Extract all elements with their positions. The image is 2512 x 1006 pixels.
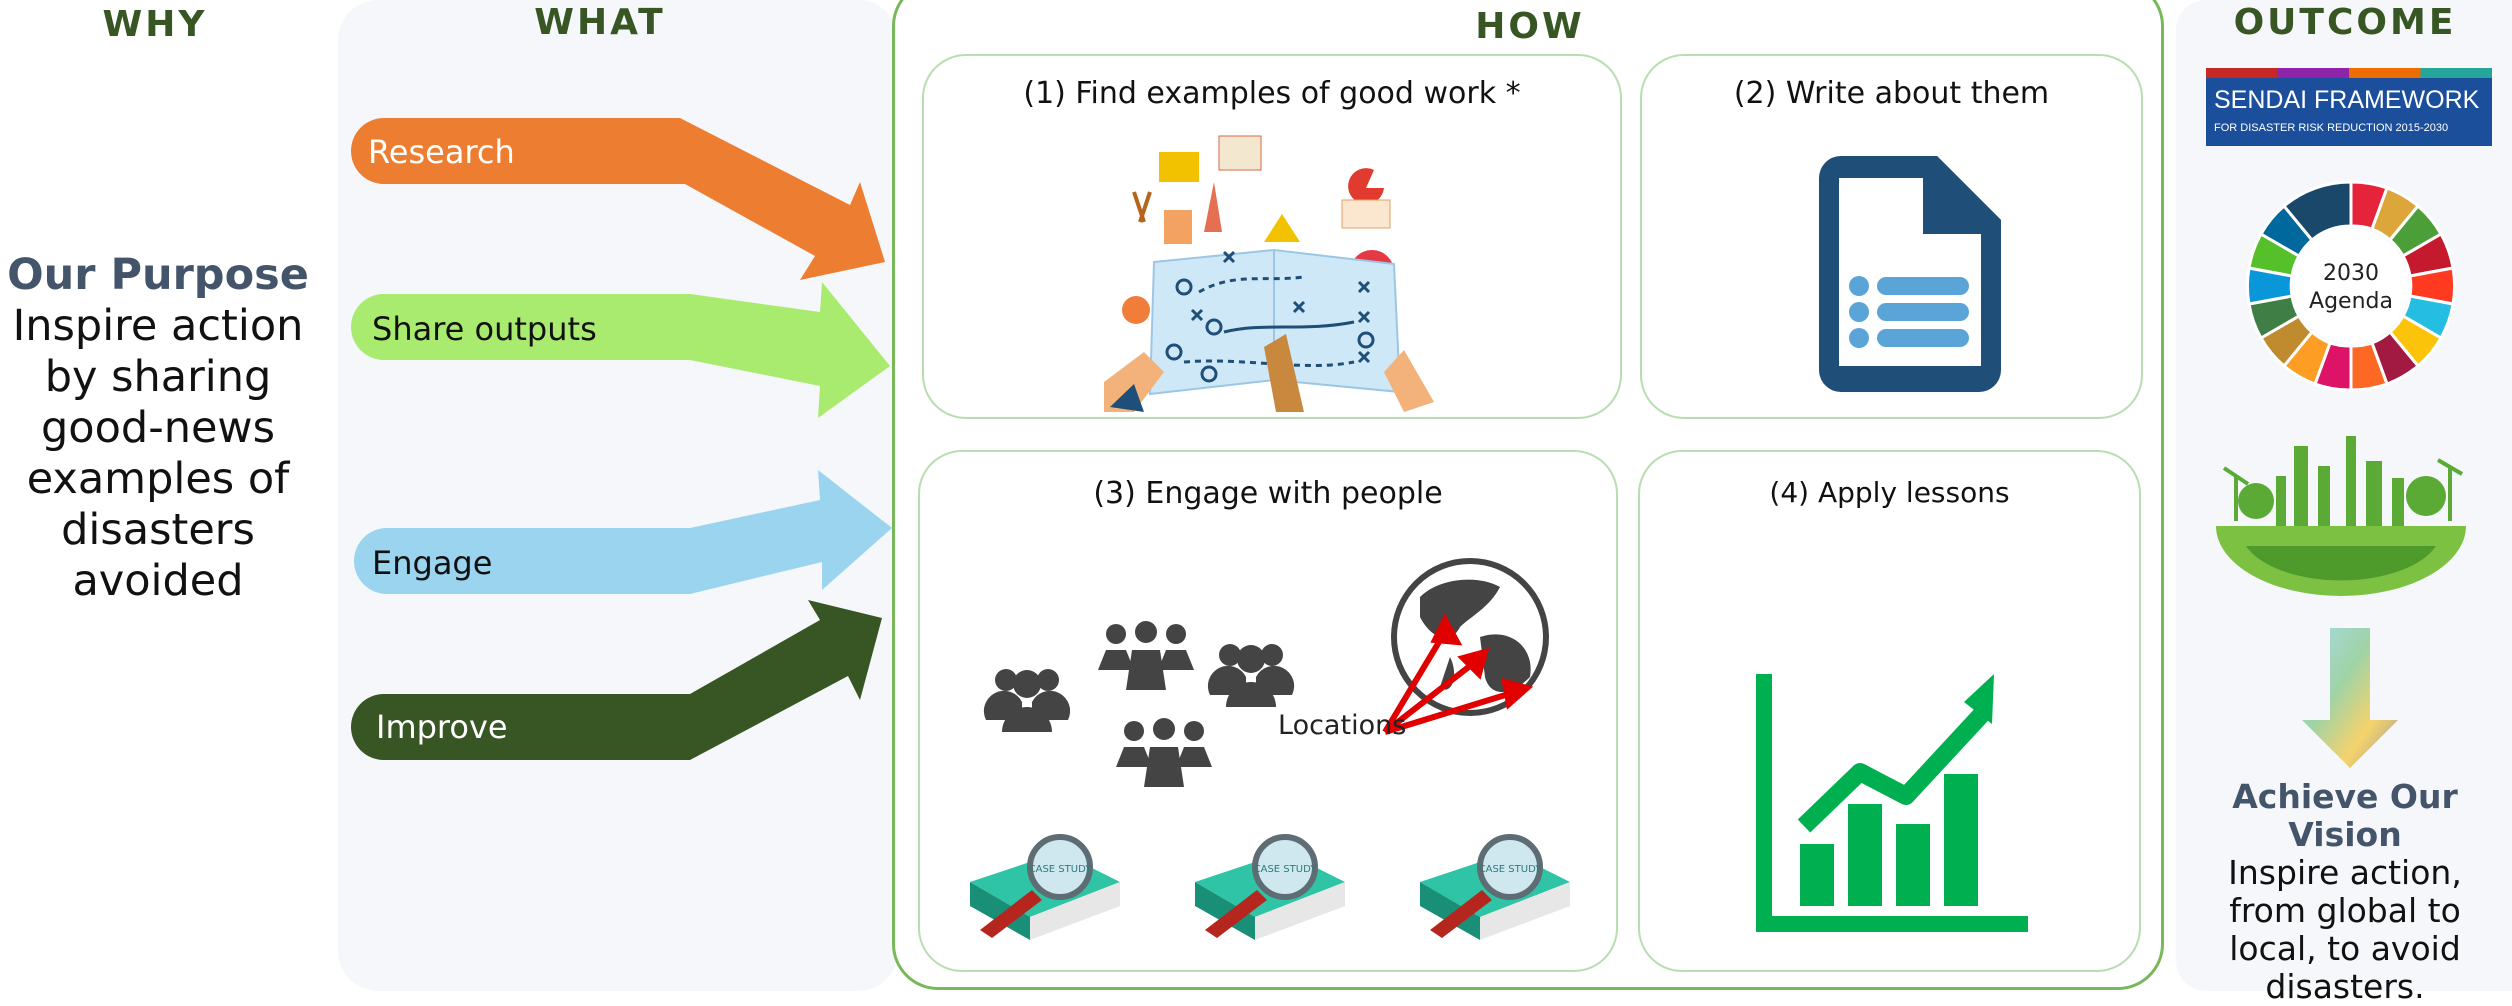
card-engage-people: (3) Engage with people Locations CASE ST xyxy=(918,450,1618,972)
engage-label: Engage xyxy=(372,544,493,582)
business-team-icon xyxy=(1098,621,1194,690)
sendai-line2: FOR DISASTER RISK REDUCTION 2015-2030 xyxy=(2214,122,2449,134)
purpose-text: Inspire action by sharing good-news exam… xyxy=(12,301,304,606)
hand-right-icon xyxy=(1384,350,1434,412)
folder-icon xyxy=(1159,152,1199,182)
pie-chart-icon xyxy=(1348,168,1384,205)
card-apply-lessons: (4) Apply lessons xyxy=(1638,450,2141,972)
chart-bars-icon xyxy=(1204,182,1222,232)
scissors-icon xyxy=(1132,191,1152,223)
share-outputs-label: Share outputs xyxy=(372,310,597,348)
case-study-book-icon: CASE STUDY xyxy=(970,834,1120,940)
warning-icon xyxy=(1264,214,1300,242)
case-study-text-3: CASE STUDY xyxy=(1479,864,1543,875)
business-team-icon-2 xyxy=(1116,718,1212,787)
research-arrow xyxy=(351,118,885,280)
card-3-title: (3) Engage with people xyxy=(1093,476,1443,511)
agenda-2030-wheel: 2030 Agenda xyxy=(2245,180,2457,392)
people-group-icon xyxy=(983,669,1071,732)
strategy-map-illustration xyxy=(1104,135,1434,412)
grid-icon xyxy=(1164,210,1192,244)
purpose-title: Our Purpose xyxy=(7,250,309,300)
note-icon xyxy=(1341,199,1391,229)
improve-arrow xyxy=(351,600,882,760)
case-study-text: CASE STUDY xyxy=(1029,864,1093,875)
outcome-column-panel xyxy=(2176,0,2512,991)
what-heading: WHAT xyxy=(534,2,666,43)
card-4-title: (4) Apply lessons xyxy=(1769,476,2010,509)
card-1-title: (1) Find examples of good work * xyxy=(1023,76,1521,111)
people-group-icon-2 xyxy=(1207,644,1295,707)
hand-left-icon xyxy=(1104,352,1164,412)
vision-block: Achieve Our Vision Inspire action, from … xyxy=(2178,778,2512,1006)
no-entry-icon xyxy=(1122,296,1150,324)
case-study-book-icon-2: CASE STUDY xyxy=(1195,834,1345,940)
how-heading: HOW xyxy=(1475,6,1585,47)
document-icon xyxy=(1819,156,2001,392)
card-2-title: (2) Write about them xyxy=(1733,76,2050,111)
vision-text: Inspire action, from global to local, to… xyxy=(2228,853,2462,1006)
improve-label: Improve xyxy=(376,708,508,746)
why-heading: WHY xyxy=(102,4,208,45)
calendar-icon xyxy=(1218,135,1262,171)
card-write-about: (2) Write about them xyxy=(1640,54,2143,419)
sendai-framework-logo: SENDAI FRAMEWORK FOR DISASTER RISK REDUC… xyxy=(2206,68,2492,146)
agenda-line1: 2030 xyxy=(2323,261,2379,286)
agenda-line2: Agenda xyxy=(2309,289,2393,314)
engage-arrow xyxy=(354,470,892,594)
card-find-examples: (1) Find examples of good work * xyxy=(922,54,1622,419)
hand-pointing-icon xyxy=(1264,334,1304,412)
sendai-color-bar xyxy=(2206,68,2492,78)
green-earth-city-icon xyxy=(2216,436,2466,596)
down-arrow-icon xyxy=(2302,628,2398,768)
vision-title: Achieve Our Vision xyxy=(2232,777,2458,854)
locations-label: Locations xyxy=(1278,710,1407,741)
case-study-text-2: CASE STUDY xyxy=(1254,864,1318,875)
share-outputs-arrow xyxy=(351,282,890,418)
growth-chart-icon xyxy=(1756,674,2028,932)
research-label: Research xyxy=(368,133,515,171)
case-study-book-icon-3: CASE STUDY xyxy=(1420,834,1570,940)
location-arrows xyxy=(1382,613,1534,735)
purpose-block: Our Purpose Inspire action by sharing go… xyxy=(0,250,316,607)
sendai-line1: SENDAI FRAMEWORK xyxy=(2214,86,2480,114)
outcome-heading: OUTCOME xyxy=(2233,2,2457,43)
